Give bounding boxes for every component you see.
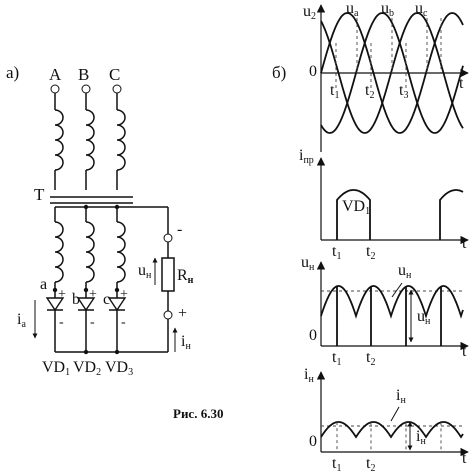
figure-caption: Рис. 6.30 xyxy=(173,406,223,421)
curve-uc xyxy=(320,12,464,134)
phase-label-a: A xyxy=(49,65,62,84)
diode-minus-3: - xyxy=(121,315,126,330)
transformer-label: T xyxy=(34,185,45,204)
plot-u2-tick-t1: t1 xyxy=(330,82,339,101)
diode-vd1 xyxy=(45,290,65,352)
node-label-c: c xyxy=(103,291,110,308)
diode-plus-2: + xyxy=(89,287,97,302)
diode-label-vd1: VD1 xyxy=(42,359,70,378)
plot-ipr-ylabel: iпр xyxy=(299,147,314,166)
plot-un-ripple-label: uн xyxy=(417,308,431,327)
plot-u2-tick-t3: t3 xyxy=(399,82,408,101)
primary-winding-b xyxy=(85,109,95,171)
terminal-a xyxy=(50,84,60,94)
circuit-diagram: а) A B C T xyxy=(6,63,194,378)
load-terminal-bottom xyxy=(163,310,173,320)
series-label-uc: uc xyxy=(415,0,428,19)
plot-u2-zero: 0 xyxy=(309,63,317,80)
plot-u2-xlabel: t xyxy=(459,75,464,92)
diode-plus-3: + xyxy=(120,287,128,302)
phase-current-label: ia xyxy=(17,311,26,330)
plot-u2: u2 t 0 ua ub uc t1 t2 t3 xyxy=(303,0,469,152)
load-terminal-top xyxy=(163,233,173,243)
plot-un-ylabel: uн xyxy=(301,254,315,273)
part-a-label: а) xyxy=(6,63,19,82)
node-label-a: a xyxy=(40,276,47,293)
plot-ipr-pulse-label: VD1 xyxy=(342,198,370,217)
plot-ipr-pulse-2 xyxy=(439,189,464,240)
phase-label-b: B xyxy=(78,65,89,84)
terminal-c xyxy=(112,84,122,94)
plot-un-curve-label: uн xyxy=(398,262,412,281)
plot-in-zero: 0 xyxy=(309,433,317,450)
secondary-winding-b xyxy=(85,221,95,283)
load-plus: + xyxy=(178,305,187,322)
curve-ub xyxy=(320,12,464,134)
plot-in-tick-t2: t2 xyxy=(366,455,375,473)
diode-vd2 xyxy=(76,290,96,352)
plot-in-ripple-label: iн xyxy=(416,428,426,447)
secondary-winding-a xyxy=(54,221,64,283)
load-current-label: iн xyxy=(181,333,191,352)
plot-un: uн t 0 uн uн t1 t2 xyxy=(301,254,469,368)
plot-un-xlabel: t xyxy=(462,343,467,360)
node-label-b: b xyxy=(72,291,80,308)
diode-minus-1: - xyxy=(59,315,64,330)
plot-ipr-tick-t2: t2 xyxy=(366,243,375,262)
secondary-winding-c xyxy=(116,221,126,283)
plot-in-curve-leader xyxy=(390,406,400,422)
plot-in-envelope xyxy=(320,421,464,439)
plot-ipr-tick-t1: t1 xyxy=(332,243,341,262)
plot-un-tick-t1: t1 xyxy=(332,349,341,368)
plot-un-envelope xyxy=(320,285,464,319)
load-resistor-label: Rн xyxy=(177,267,194,286)
diode-plus-1: + xyxy=(58,287,66,302)
diode-label-vd2: VD2 xyxy=(73,359,101,378)
series-label-ua: ua xyxy=(346,0,359,19)
plot-un-curve-leader xyxy=(391,282,403,298)
plot-ipr-xlabel: t xyxy=(462,235,467,252)
plot-in-xlabel: t xyxy=(462,450,467,467)
plot-in-ylabel: iн xyxy=(304,366,314,385)
plot-ipr-pulse-1 xyxy=(336,189,371,240)
phase-label-c: C xyxy=(109,65,120,84)
part-b-label: б) xyxy=(272,63,286,82)
curve-ua xyxy=(320,12,464,134)
plot-un-zero: 0 xyxy=(309,327,317,344)
plot-un-tick-t2: t2 xyxy=(366,349,375,368)
load-voltage-label: uн xyxy=(138,262,152,281)
diode-label-vd3: VD3 xyxy=(105,359,133,378)
primary-winding-a xyxy=(54,109,64,171)
plot-u2-tick-t2: t2 xyxy=(365,82,374,101)
plot-in: iн t 0 iн iн t1 t2 xyxy=(304,366,469,473)
plot-ipr: iпр t VD1 t1 t2 xyxy=(299,147,469,262)
primary-winding-c xyxy=(116,109,126,171)
terminal-b xyxy=(81,84,91,94)
load-resistor xyxy=(161,257,175,292)
series-label-ub: ub xyxy=(381,0,394,19)
plot-in-curve-label: iн xyxy=(396,387,406,406)
diode-vd3 xyxy=(107,290,127,352)
plot-u2-ylabel: u2 xyxy=(303,3,316,22)
plot-in-tick-t1: t1 xyxy=(332,455,341,473)
load-minus: - xyxy=(177,221,182,238)
diode-minus-2: - xyxy=(90,315,95,330)
